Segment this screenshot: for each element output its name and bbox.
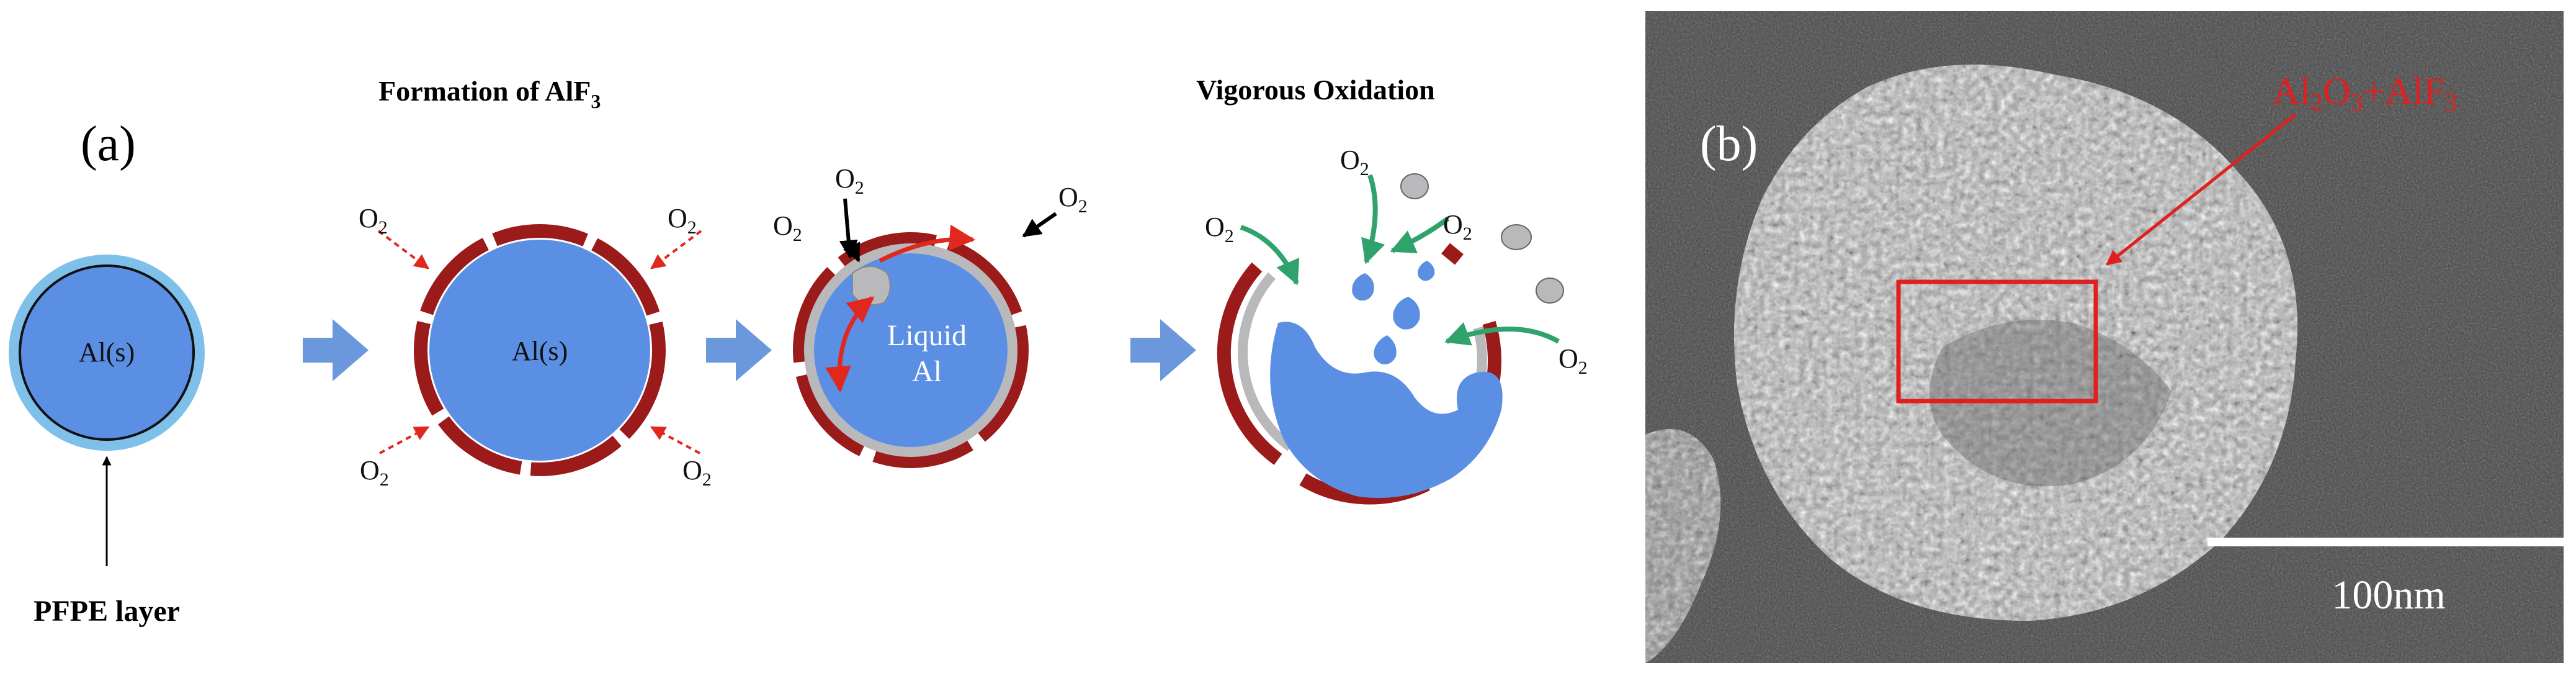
panel-a: (a) Formation of AlF3 Vigorous Oxidation… xyxy=(9,74,1588,628)
scale-bar xyxy=(2207,538,2564,546)
stage4-particle: O2 O2 O2 O2 xyxy=(1205,145,1588,505)
core3-label-line2: Al xyxy=(912,355,942,388)
core3-label-line1: Liquid xyxy=(887,319,967,352)
al-droplet xyxy=(1352,273,1374,301)
o2-green-arrow xyxy=(1444,322,1560,346)
o2-label: O2 xyxy=(1340,145,1369,179)
process-arrow-1 xyxy=(303,319,369,381)
al-droplet xyxy=(1393,297,1420,330)
annotation-arrow xyxy=(2106,113,2297,266)
o2-green-arrow xyxy=(1240,225,1300,286)
o2-label: O2 xyxy=(668,203,697,238)
oxide-particle xyxy=(1501,224,1532,250)
scale-label: 100nm xyxy=(2332,572,2445,618)
alf3-shell-fragment xyxy=(1441,243,1464,265)
crack-arrow xyxy=(879,224,976,263)
oxide-particle xyxy=(1536,278,1564,304)
liquid-al-remaining xyxy=(1270,322,1503,498)
sem-particle-texture xyxy=(1734,65,2298,621)
stage2-particle: Al(s) O2 O2 O2 O2 xyxy=(359,203,712,490)
o2-inward-arrow xyxy=(650,230,702,269)
alf3-shell xyxy=(793,232,1029,468)
o2-label: O2 xyxy=(1559,343,1588,378)
pfpe-label: PFPE layer xyxy=(34,595,180,628)
o2-label: O2 xyxy=(682,455,712,490)
process-arrow-3 xyxy=(1130,319,1196,381)
o2-label: O2 xyxy=(1205,212,1234,246)
oxide-particle xyxy=(1400,173,1429,199)
al-droplet xyxy=(1374,335,1397,364)
al-droplet xyxy=(1418,261,1435,281)
al-core xyxy=(429,240,650,461)
o2-label: O2 xyxy=(773,210,802,245)
al-core xyxy=(19,264,195,441)
o2-inward-arrow xyxy=(379,426,430,454)
oxide-layer-fragment xyxy=(1238,272,1294,451)
o2-label: O2 xyxy=(1443,209,1472,244)
stage1-particle: Al(s) PFPE layer xyxy=(9,255,205,628)
panel-a-label: (a) xyxy=(81,117,136,171)
o2-label: O2 xyxy=(359,203,388,238)
sem-side-debris-texture xyxy=(1645,429,1721,663)
crack-arrow xyxy=(825,296,875,393)
o2-label: O2 xyxy=(360,455,389,490)
alf3-shell-fragment xyxy=(1217,262,1282,465)
panel-b-sem-image: (b) Al2O3+AlF3 100nm xyxy=(1645,11,2564,663)
title-vigorous-oxidation: Vigorous Oxidation xyxy=(1196,74,1435,106)
o2-inward-arrow xyxy=(377,230,429,269)
alf3-shell xyxy=(414,224,666,476)
composition-annotation: Al2O3+AlF3 xyxy=(2272,71,2457,116)
o2-label: O2 xyxy=(835,163,864,198)
panel-b-label: (b) xyxy=(1700,117,1758,171)
core2-label: Al(s) xyxy=(512,336,568,366)
o2-green-arrow xyxy=(1361,174,1385,264)
o2-inward-arrow xyxy=(650,426,700,454)
title-formation: Formation of AlF3 xyxy=(378,75,601,112)
o2-black-arrow xyxy=(1022,212,1057,238)
o2-label: O2 xyxy=(1058,182,1088,217)
core1-label: Al(s) xyxy=(79,337,135,368)
process-arrow-2 xyxy=(706,319,772,381)
o2-black-arrow xyxy=(839,198,858,259)
highlight-box xyxy=(1896,279,2098,404)
o2-green-arrow xyxy=(1390,216,1450,253)
stage3-particle: O2 O2 O2 Liquid Al xyxy=(773,163,1088,468)
